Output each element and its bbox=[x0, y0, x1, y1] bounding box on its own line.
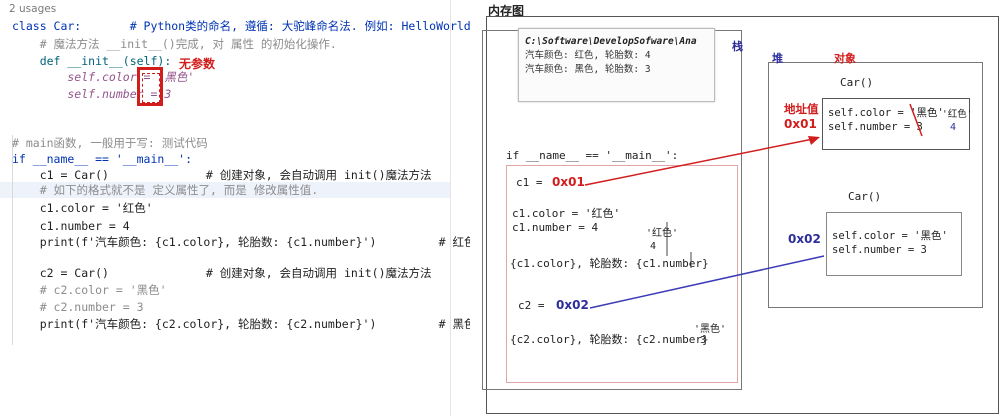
code-line[interactable]: self.color = '黑色' bbox=[12, 70, 195, 84]
obj2-number-line: self.number = 3 bbox=[832, 244, 927, 256]
code-editor[interactable]: 2 usages class Car: # Python类的命名, 遵循: 大驼… bbox=[0, 0, 496, 416]
c1-print: {c1.color}, 轮胎数: {c1.number} bbox=[510, 257, 709, 270]
car-object-2 bbox=[826, 212, 962, 276]
object-label: 对象 bbox=[834, 52, 856, 65]
c2-note-number: 3 bbox=[700, 335, 707, 346]
c1-color-assign: c1.color = '红色' bbox=[512, 207, 621, 220]
code-line[interactable]: c1.color = '红色' bbox=[12, 201, 153, 215]
code-line[interactable]: # 如下的格式就不是 定义属性了, 而是 修改属性值. bbox=[12, 183, 319, 197]
heap-label: 堆 bbox=[772, 52, 783, 65]
c1-note-number: 4 bbox=[650, 241, 657, 252]
code-line[interactable]: class Car: # Python类的命名, 遵循: 大驼峰命名法. 例如:… bbox=[12, 19, 471, 33]
indent-guide bbox=[12, 135, 13, 345]
c2-label: c2 = bbox=[518, 299, 545, 312]
code-line[interactable]: print(f'汽车颜色: {c2.color}, 轮胎数: {c2.numbe… bbox=[12, 317, 497, 331]
console-line: 汽车颜色: 红色, 轮胎数: 4 bbox=[525, 50, 651, 61]
c1-address: 0x01 bbox=[552, 175, 585, 189]
obj1-new-color: '红色' bbox=[942, 109, 973, 120]
no-param-annotation: 无参数 bbox=[179, 57, 216, 71]
console-path: C:\Software\DevelopSofware\Ana bbox=[525, 36, 697, 47]
code-line[interactable]: # 魔法方法 __init__()完成, 对 属性 的初始化操作. bbox=[12, 37, 337, 51]
main-header: if __name__ == '__main__': bbox=[506, 149, 679, 162]
main-frame bbox=[506, 165, 738, 383]
code-line[interactable]: c1.number = 4 bbox=[12, 219, 130, 233]
c2-note-color: '黑色' bbox=[694, 324, 727, 335]
code-line[interactable]: c1 = Car() # 创建对象, 会自动调用 init()魔法方法 bbox=[12, 168, 432, 182]
obj1-address: 0x01 bbox=[784, 117, 817, 131]
c1-note-color: '红色' bbox=[646, 228, 679, 239]
code-line[interactable]: c2 = Car() # 创建对象, 会自动调用 init()魔法方法 bbox=[12, 266, 432, 280]
usages-hint[interactable]: 2 usages bbox=[9, 3, 57, 15]
code-line[interactable]: # c2.number = 3 bbox=[12, 300, 144, 314]
arrow-c1-to-object1 bbox=[584, 137, 819, 186]
car-object-1 bbox=[822, 98, 970, 150]
code-line[interactable]: def __init__(self): bbox=[12, 54, 172, 68]
obj1-title: Car() bbox=[840, 76, 874, 89]
address-value-label: 地址值 bbox=[784, 102, 819, 116]
c2-print: {c2.color}, 轮胎数: {c2.number} bbox=[510, 333, 709, 346]
heap-frame bbox=[768, 62, 983, 308]
memory-diagram: 内存图 栈 C:\Software\DevelopSofware\Ana 汽车颜… bbox=[470, 0, 999, 416]
obj2-address: 0x02 bbox=[788, 232, 821, 246]
strike-mark bbox=[909, 103, 923, 137]
highlight-box-inner bbox=[142, 73, 160, 103]
diagram-title: 内存图 bbox=[488, 4, 525, 18]
arrows-overlay bbox=[584, 103, 923, 309]
obj2-title: Car() bbox=[848, 190, 882, 203]
obj1-new-number: 4 bbox=[950, 122, 957, 133]
code-line[interactable]: if __name__ == '__main__': bbox=[12, 152, 193, 166]
c2-address: 0x02 bbox=[556, 298, 589, 312]
code-line[interactable]: # c2.color = '黑色' bbox=[12, 283, 167, 297]
code-line[interactable]: print(f'汽车颜色: {c1.color}, 轮胎数: {c1.numbe… bbox=[12, 235, 497, 249]
console-line: 汽车颜色: 黑色, 轮胎数: 3 bbox=[525, 64, 651, 75]
highlight-box bbox=[137, 67, 163, 106]
stack-label: 栈 bbox=[732, 40, 743, 53]
obj1-number-line: self.number = 3 bbox=[828, 121, 923, 133]
code-line[interactable]: self.number = 3 bbox=[12, 87, 172, 101]
code-line[interactable]: # main函数, 一般用于写: 测试代码 bbox=[12, 136, 208, 150]
current-line-highlight bbox=[0, 182, 450, 198]
arrow-head-red bbox=[808, 136, 820, 145]
c1-label: c1 = bbox=[516, 176, 543, 189]
arrow-c2-to-object2 bbox=[589, 255, 825, 309]
c1-number-assign: c1.number = 4 bbox=[512, 221, 599, 234]
obj2-color-line: self.color = '黑色' bbox=[832, 230, 948, 242]
console-output: C:\Software\DevelopSofware\Ana 汽车颜色: 红色,… bbox=[518, 28, 715, 102]
